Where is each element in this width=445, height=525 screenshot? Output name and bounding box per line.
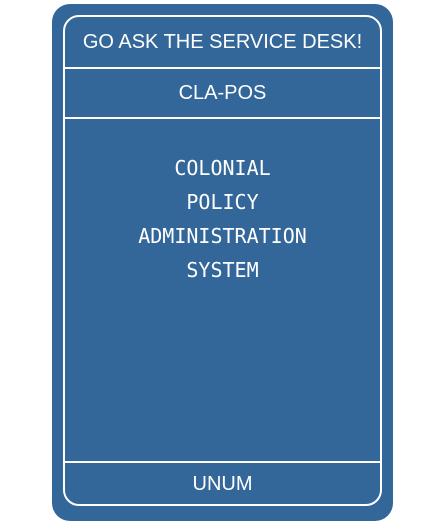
card-inner-frame: GO ASK THE SERVICE DESK! CLA-POS COLONIA… [63, 15, 382, 506]
system-name-area: COLONIAL POLICY ADMINISTRATION SYSTEM [65, 119, 380, 463]
card-header: GO ASK THE SERVICE DESK! [65, 17, 380, 69]
service-card: GO ASK THE SERVICE DESK! CLA-POS COLONIA… [52, 4, 393, 521]
system-name-line: POLICY [186, 190, 259, 214]
system-name-line: SYSTEM [186, 258, 259, 282]
system-code-row: CLA-POS [65, 69, 380, 119]
system-name: COLONIAL POLICY ADMINISTRATION SYSTEM [65, 151, 380, 287]
card-footer: UNUM [65, 463, 380, 504]
organization-name: UNUM [192, 473, 253, 495]
system-name-line: ADMINISTRATION [138, 224, 307, 248]
system-name-line: COLONIAL [174, 156, 271, 180]
service-desk-message: GO ASK THE SERVICE DESK! [82, 30, 363, 53]
system-code: CLA-POS [178, 81, 267, 104]
